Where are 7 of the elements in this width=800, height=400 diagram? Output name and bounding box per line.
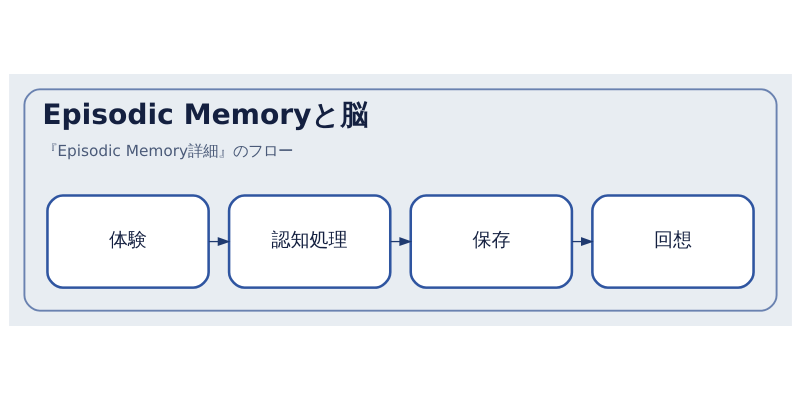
node-box: 体験: [46, 194, 210, 289]
node-box: 認知処理: [227, 194, 392, 289]
arrow: [208, 237, 230, 246]
arrow: [572, 237, 594, 246]
arrow: [390, 237, 412, 246]
node-box: 保存: [408, 194, 573, 289]
node-box: 回想: [590, 194, 754, 289]
